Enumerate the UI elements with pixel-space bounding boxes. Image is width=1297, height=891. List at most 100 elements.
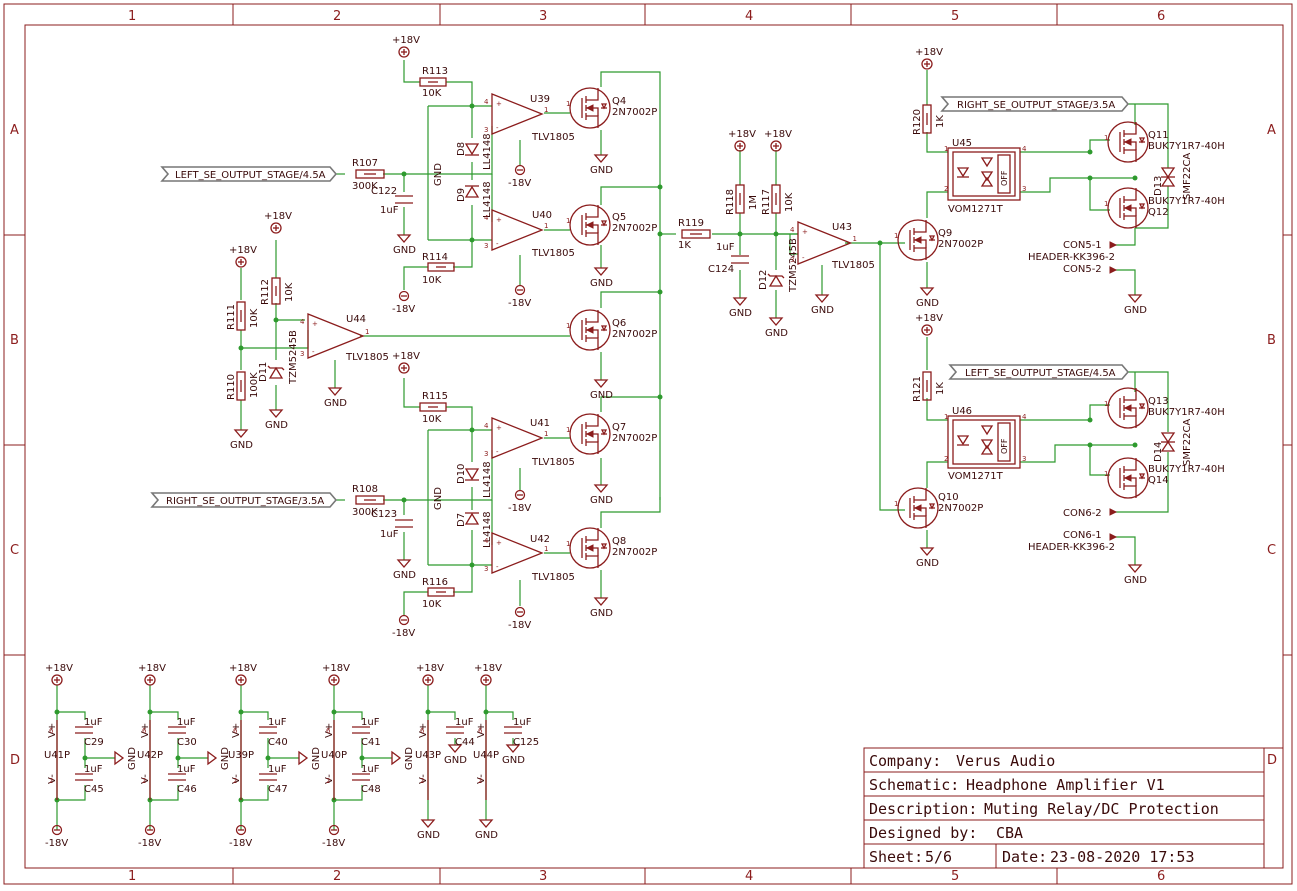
- cap-bot-ref: C47: [268, 784, 288, 795]
- u41-ref: U41: [530, 418, 550, 429]
- cap-bot-val: 1uF: [268, 764, 287, 775]
- ground-symbol: GND: [590, 267, 613, 289]
- r114-ref: R114: [422, 252, 448, 263]
- ground-symbol: GND: [765, 317, 788, 339]
- zone-row-b-left: B: [10, 333, 19, 348]
- pos-supply-label: +18V: [474, 663, 502, 674]
- unit-ref: U41P: [44, 750, 70, 761]
- c122-val: 1uF: [380, 205, 399, 216]
- pin-4: 4: [790, 226, 795, 234]
- vplus-label: V+: [47, 723, 58, 738]
- r121-ref: R121: [912, 376, 923, 402]
- pin-6: 6: [142, 727, 147, 735]
- neg-supply-label: -18V: [229, 838, 252, 849]
- pin-plus: +: [496, 216, 502, 224]
- r113-ref: R113: [422, 66, 448, 77]
- ground-symbol: GND: [265, 409, 288, 431]
- r111-val: 10K: [249, 308, 260, 328]
- resistor-r118: [735, 184, 745, 214]
- pin-minus: -: [496, 240, 499, 248]
- r108-val: 300K: [352, 507, 378, 518]
- resistor-r110: [236, 371, 246, 401]
- pin-minus: -: [496, 563, 499, 571]
- u46-val: VOM1271T: [948, 471, 1004, 482]
- ground-label: GND: [433, 163, 444, 186]
- d7-ref: D7: [456, 513, 467, 527]
- junctions: [54, 103, 1138, 803]
- u45-pin3: 3: [1022, 185, 1026, 193]
- q10-ref: Q10: [938, 492, 959, 503]
- net-flag-left-se-relay: LEFT_SE_OUTPUT_STAGE/4.5A: [948, 364, 1130, 380]
- q12-ref: Q12: [1148, 207, 1169, 218]
- neg-supply-label: -18V: [392, 304, 415, 315]
- pin-4: 4: [484, 214, 489, 222]
- ground-label: GND: [475, 830, 498, 841]
- net-label-right-se-relay: RIGHT_SE_OUTPUT_STAGE/3.5A: [957, 100, 1115, 111]
- ground-label: GND: [1124, 305, 1147, 316]
- r114-val: 10K: [422, 275, 442, 286]
- u39-val: TLV1805: [531, 132, 575, 143]
- zone-labels: 1 2 3 4 5 6 1 2 3 4 5 6 A B C D A B C D: [10, 9, 1277, 884]
- ground-label: GND: [311, 747, 322, 770]
- ground-label: GND: [916, 298, 939, 309]
- net-flag-right-se-input: RIGHT_SE_OUTPUT_STAGE/3.5A: [150, 492, 338, 508]
- resistor-r115: [419, 402, 447, 412]
- u45-ref: U45: [952, 138, 972, 149]
- q5-ref: Q5: [612, 212, 626, 223]
- pin-1: 1: [566, 100, 570, 108]
- connectors: CON5-1 HEADER-KK396-2 CON5-2 CON6-2 CON6…: [1028, 240, 1118, 553]
- pin-minus: -: [312, 348, 315, 356]
- u43-ref: U43: [832, 222, 852, 233]
- designed-label: Designed by:: [869, 824, 977, 842]
- ground-symbol: GND: [391, 747, 415, 770]
- cap-bot-val: 1uF: [177, 764, 196, 775]
- ground-label: GND: [230, 440, 253, 451]
- pos-supply-symbol: +18V: [392, 35, 420, 58]
- vplus-label: V+: [418, 723, 429, 738]
- ground-symbol: GND: [1124, 564, 1147, 586]
- neg-supply-label: -18V: [508, 298, 531, 309]
- q5-val: 2N7002P: [612, 223, 657, 234]
- zone-col-2-bottom: 2: [333, 869, 341, 884]
- ground-label: GND: [393, 570, 416, 581]
- zone-col-1-top: 1: [128, 9, 136, 24]
- ground-symbol: GND: [230, 429, 253, 451]
- pin-1: 1: [853, 235, 857, 243]
- d13-ref: D13: [1153, 176, 1164, 196]
- d11-ref: D11: [258, 362, 269, 382]
- q4-val: 2N7002P: [612, 107, 657, 118]
- pin-1: 1: [1104, 134, 1108, 142]
- d7-val: LL4148: [482, 511, 493, 548]
- pos-supply-label: +18V: [416, 663, 444, 674]
- ground-label: GND: [1124, 575, 1147, 586]
- zone-row-d-left: D: [10, 753, 20, 768]
- pin-2: 2: [420, 777, 424, 785]
- d14-ref: D14: [1153, 442, 1164, 462]
- pin-3: 3: [484, 565, 488, 573]
- q8-val: 2N7002P: [612, 547, 657, 558]
- u45-pin1: 1: [944, 145, 948, 153]
- diodes: D8 LL4148 D9 LL4148 D10 LL4148 D7 LL4148…: [258, 133, 1193, 548]
- unit-ref: U43P: [415, 750, 441, 761]
- q11-val: BUK7Y1R7-40H: [1148, 141, 1225, 152]
- cap-top-ref: C30: [177, 737, 197, 748]
- ground-label: GND: [502, 755, 525, 766]
- vplus-label: V+: [140, 723, 151, 738]
- d13-val: SMF22CA: [1182, 153, 1193, 200]
- resistor-r121: [922, 371, 932, 401]
- r110-val: 100K: [249, 372, 260, 398]
- diode-d8: D8 LL4148: [456, 133, 493, 170]
- cap-top-ref: C125: [513, 737, 539, 748]
- d14-val: SMF22CA: [1182, 419, 1193, 466]
- zone-row-a-left: A: [10, 123, 19, 138]
- cap-top-val: 1uF: [177, 717, 196, 728]
- pos-supply-symbol: +18V: [229, 663, 257, 686]
- zone-col-5-top: 5: [951, 9, 959, 24]
